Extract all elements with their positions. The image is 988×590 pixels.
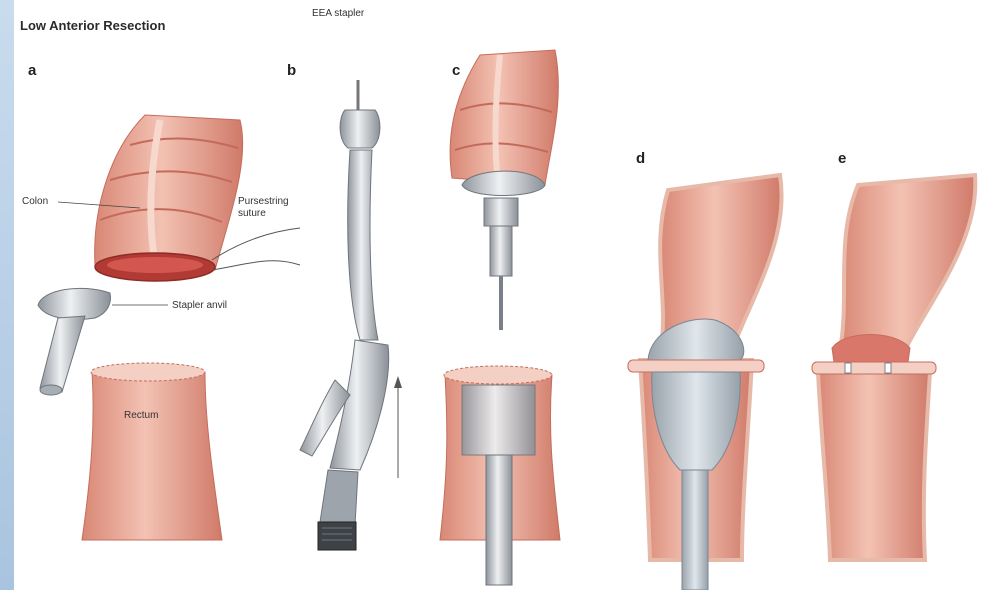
panel-c-rectum-with-stapler (440, 366, 560, 585)
panel-e-completed-anastomosis (812, 175, 975, 560)
label-eea-stapler: EEA stapler (312, 8, 364, 19)
label-colon: Colon (22, 196, 48, 207)
label-rectum: Rectum (124, 410, 158, 421)
panel-b-eea-stapler (300, 80, 402, 550)
label-stapler-anvil: Stapler anvil (172, 300, 227, 311)
panel-d-anastomosis-stapling (628, 175, 782, 590)
panel-a-rectum (82, 363, 222, 540)
panel-c-colon-with-anvil (450, 50, 558, 330)
label-purse-string-suture: Pursestring suture (238, 196, 289, 220)
